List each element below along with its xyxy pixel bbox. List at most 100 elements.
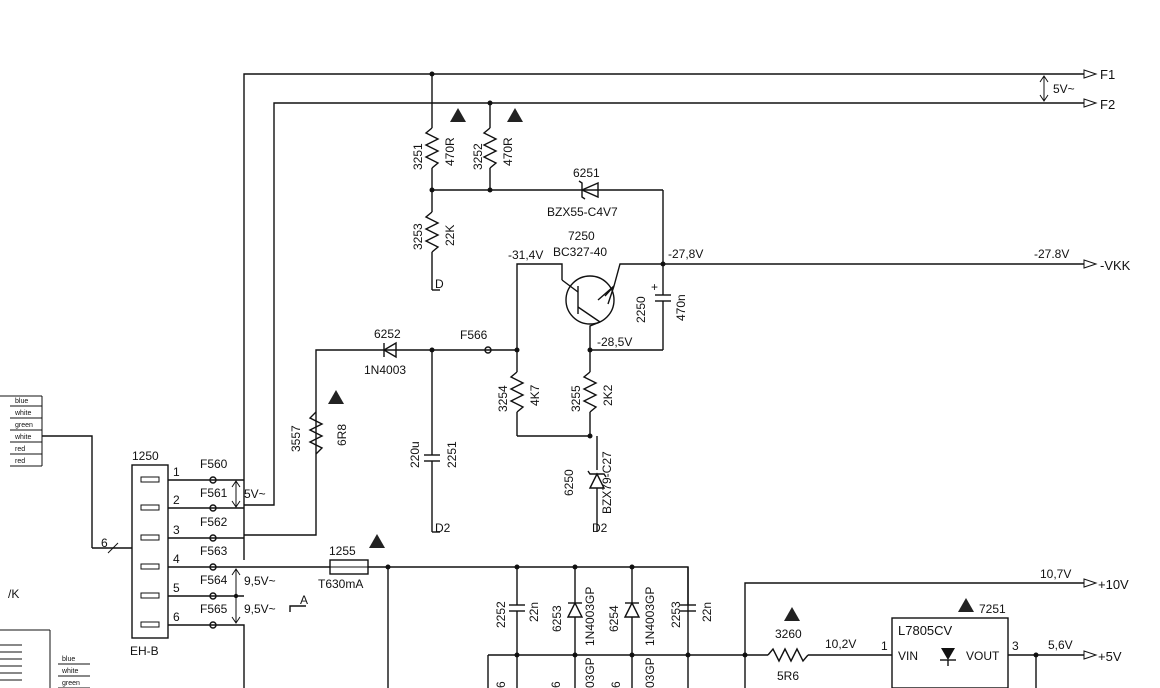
wire	[244, 349, 517, 536]
d6251-ref: 6251	[573, 166, 600, 180]
fuse-1255: 1255 T630mA	[318, 534, 385, 591]
capacitor-2253: 2253 22n	[669, 567, 714, 628]
partial-label: 6	[549, 681, 563, 688]
junction	[572, 652, 578, 658]
net-5v-ac: 5V~	[244, 487, 266, 501]
wire-rectifier-top	[368, 566, 689, 688]
pin-label: 1	[173, 465, 180, 479]
wire-vkk	[613, 263, 1084, 287]
r3557-ref: 3557	[289, 425, 303, 452]
r3251-value: 470R	[443, 137, 457, 166]
zener-6251: 6251 BZX55-C4V7	[547, 166, 618, 219]
d6251-value: BZX55-C4V7	[547, 205, 618, 219]
connector-ref: 1250	[132, 449, 159, 463]
r3254-ref: 3254	[496, 385, 510, 412]
u7251-vout: VOUT	[966, 649, 1000, 663]
cable-table-top: blue white green white red red	[0, 395, 43, 467]
safety-warning-icon	[958, 598, 974, 612]
voltage-10-2: 10,2V	[825, 637, 856, 651]
c2250-value: 470n	[674, 294, 688, 321]
cable-table-bottom: blue white green	[0, 629, 90, 688]
ac-9v5-marker: 9,5V~ 9,5V~ A	[231, 568, 308, 624]
d6253-value: 1N4003GP	[583, 587, 597, 646]
fuse-f562: F562	[200, 515, 228, 529]
d6252-value: 1N4003	[364, 363, 406, 377]
pin-label: 5	[173, 581, 180, 595]
net-10v: +10V	[1098, 577, 1129, 592]
capacitor-2251: 220u 2251 D2	[408, 350, 459, 535]
u7251-pin1: 1	[881, 639, 888, 653]
partial-label: 03GP	[643, 657, 657, 688]
wire-pin6	[168, 624, 245, 688]
fuse-point-f566	[484, 346, 492, 354]
regulator-symbol-icon	[941, 648, 955, 660]
connector-1250: 1250 EH-B 1 2 3 4 5 6	[130, 449, 180, 658]
pin-label: 4	[173, 552, 180, 566]
f1255-ref: 1255	[329, 544, 356, 558]
d6250-ref: 6250	[562, 469, 576, 496]
r3255-ref: 3255	[569, 385, 583, 412]
cable-color: red	[15, 458, 25, 465]
c2251-value: 220u	[408, 441, 422, 468]
net-5v-ac-top: 5V~	[1053, 82, 1075, 96]
rail-f1: F1	[243, 67, 1115, 560]
cable-color: white	[61, 668, 78, 675]
safety-warning-icon	[328, 390, 344, 404]
resistor-3253: 3253 22K D	[411, 190, 457, 291]
voltage-28-5: -28,5V	[597, 335, 632, 349]
r3260-value: 5R6	[777, 669, 799, 683]
rail-f2: F2	[244, 97, 1115, 506]
c2252-value: 22n	[527, 602, 541, 622]
fuse-f565: F565	[200, 602, 228, 616]
safety-warning-icon	[450, 108, 466, 122]
fuse-f563: F563	[200, 544, 228, 558]
bundle-slash	[107, 542, 119, 554]
safety-warning-icon	[369, 534, 385, 548]
ac-5v-marker: 5V~	[1039, 75, 1075, 102]
wire	[42, 435, 93, 548]
u7251-value: L7805CV	[898, 623, 953, 638]
net-vkk: -VKK	[1100, 258, 1131, 273]
u7251-ref: 7251	[979, 602, 1006, 616]
c2253-value: 22n	[700, 602, 714, 622]
r3251-ref: 3251	[411, 143, 425, 170]
cable-color: white	[14, 410, 31, 417]
safety-warning-icon	[507, 108, 523, 122]
regulator-7251: L7805CV VIN VOUT 1 3 7251	[881, 598, 1019, 688]
u7251-pin3: 3	[1012, 639, 1019, 653]
r3260-ref: 3260	[775, 627, 802, 641]
diode-6253: 6253 1N4003GP	[550, 567, 597, 688]
partial-label: 6	[494, 681, 508, 688]
d6253-ref: 6253	[550, 605, 564, 632]
r3253-ref: 3253	[411, 223, 425, 250]
c2252-ref: 2252	[494, 601, 508, 628]
resistor-3255: 3255 2K2	[569, 350, 615, 436]
pin-label: 2	[173, 493, 180, 507]
voltage-27-8-right: -27.8V	[1034, 247, 1069, 261]
r3254-value: 4K7	[528, 384, 542, 406]
q7250-value: BC327-40	[553, 245, 607, 259]
f1255-value: T630mA	[318, 577, 363, 591]
capacitor-2250: + 2250 470n	[634, 264, 688, 350]
c2253-ref: 2253	[669, 601, 683, 628]
bundle-count: 6	[101, 536, 108, 550]
connector-type: EH-B	[130, 644, 159, 658]
pin-label: 6	[173, 610, 180, 624]
ac-5v-connector-marker: 5V~	[231, 480, 266, 508]
cable-color: green	[15, 422, 33, 429]
wire	[516, 263, 563, 350]
fuse-points	[209, 476, 217, 629]
junction	[629, 652, 635, 658]
d6252-ref: 6252	[374, 327, 401, 341]
voltage-5-6: 5,6V	[1048, 638, 1073, 652]
capacitor-2252: 2252 22n	[494, 567, 541, 688]
c2251-ref: 2251	[445, 441, 459, 468]
diode-6254: 6254 1N4003GP	[607, 567, 657, 688]
arrow	[1083, 578, 1098, 588]
q7250-ref: 7250	[568, 229, 595, 243]
cable-color: white	[14, 434, 31, 441]
diode-6252: 6252 1N4003	[364, 327, 406, 377]
zener-6250: 6250 BZX79-C27 D2	[562, 436, 614, 535]
resistor-3252: 3252 470R	[471, 103, 523, 190]
arrow	[1083, 650, 1098, 660]
